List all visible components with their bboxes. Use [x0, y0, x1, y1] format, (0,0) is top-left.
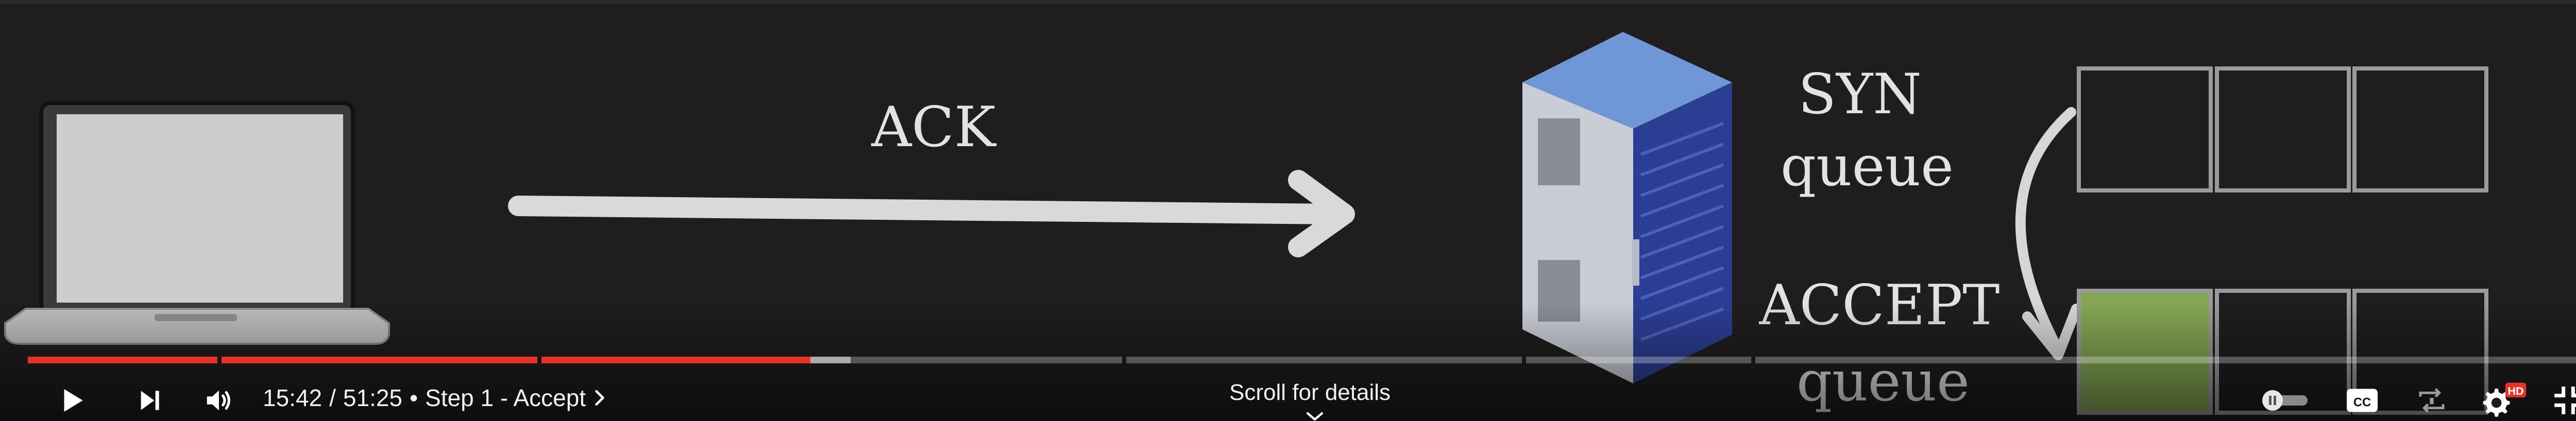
played-bar	[28, 357, 217, 363]
chapter-title-button[interactable]: Step 1 - Accept	[425, 384, 605, 412]
captions-button[interactable]: CC	[2339, 382, 2385, 418]
exit-fullscreen-icon	[2554, 387, 2576, 414]
ack-arrow	[508, 170, 1355, 257]
next-button[interactable]	[129, 380, 170, 421]
time-separator: /	[329, 384, 336, 411]
miniplayer-icon	[2419, 388, 2445, 413]
control-bar: 15:42 / 51:25 • Step 1 - Accept Scroll f…	[0, 370, 2576, 421]
miniplayer-button[interactable]	[2409, 382, 2455, 418]
played-bar	[541, 357, 810, 363]
chapter-segment[interactable]	[1755, 357, 2576, 363]
captions-icon: CC	[2347, 389, 2378, 412]
chevron-right-icon	[595, 390, 604, 406]
chapter-title: Step 1 - Accept	[425, 384, 586, 411]
chapter-segment[interactable]	[1126, 357, 1522, 363]
syn-queue-slots	[2077, 66, 2488, 192]
syn-queue-label-line2: queue	[1781, 134, 1954, 199]
play-icon	[64, 389, 83, 412]
play-button[interactable]	[52, 380, 93, 421]
volume-icon	[207, 390, 230, 411]
volume-button[interactable]	[198, 380, 240, 421]
played-bar	[222, 357, 537, 363]
chevron-down-icon[interactable]	[1306, 412, 1324, 421]
duration: 51:25	[343, 384, 403, 411]
settings-icon: HD	[2483, 382, 2527, 417]
svg-text:CC: CC	[2353, 395, 2371, 409]
chapter-bullet: •	[410, 384, 418, 411]
autoplay-toggle-icon	[2262, 390, 2308, 411]
autoplay-toggle[interactable]	[2257, 385, 2313, 416]
chapter-segment[interactable]	[1526, 357, 1751, 363]
scroll-for-details-hint[interactable]: Scroll for details	[1229, 380, 1391, 405]
current-time: 15:42	[263, 384, 323, 411]
exit-fullscreen-button[interactable]	[2548, 382, 2576, 418]
ack-label: ACK	[871, 95, 997, 160]
settings-button[interactable]: HD	[2478, 380, 2530, 421]
progress-bar[interactable]	[28, 357, 2576, 363]
next-icon	[141, 391, 159, 410]
hd-badge: HD	[2507, 384, 2523, 397]
syn-queue-label-line1: SYN	[1798, 62, 1922, 127]
time-display: 15:42 / 51:25 • Step 1 - Accept	[263, 384, 605, 412]
